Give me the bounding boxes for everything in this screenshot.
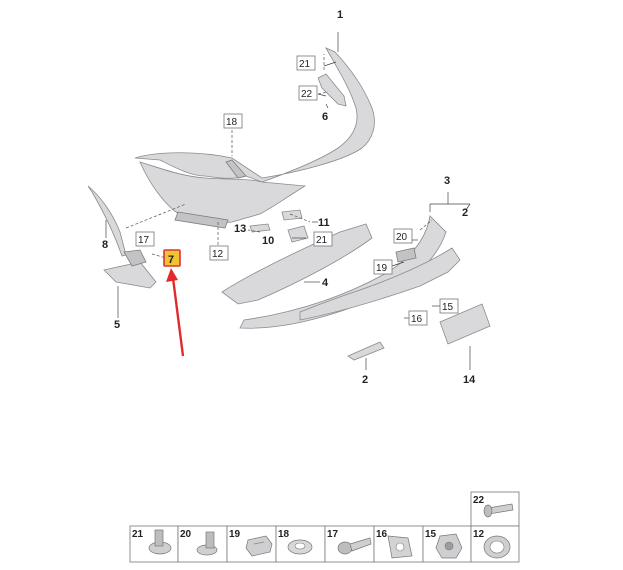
- part-5-bracket: [103, 249, 157, 289]
- callout-6: 6: [322, 111, 328, 123]
- part-3-lower-assembly: [239, 215, 461, 329]
- bumper-cover: [134, 47, 375, 229]
- push-rivet-icon: [148, 529, 172, 555]
- nut-icon: [435, 533, 463, 559]
- part-8-side-strip: [87, 185, 127, 257]
- legend-label-1: 20: [180, 529, 192, 540]
- callout-8: 8: [102, 239, 108, 251]
- callout-2a: 2: [462, 207, 468, 219]
- legend-label-6: 15: [425, 529, 437, 540]
- rivet-icon: [196, 531, 218, 556]
- callout-21b-box: 21: [316, 235, 328, 246]
- callout-12-box: 12: [212, 249, 224, 260]
- legend-label-0: 21: [132, 529, 144, 540]
- callout-2b: 2: [362, 374, 368, 386]
- callout-21-box: 21: [299, 59, 311, 70]
- callout-16-box: 16: [411, 314, 423, 325]
- callout-10: 10: [262, 235, 274, 247]
- callout-13: 13: [234, 223, 246, 235]
- part-13: [249, 223, 271, 233]
- callout-17-box: 17: [138, 235, 150, 246]
- part-2-trim-piece: [347, 341, 385, 361]
- part-14-plate: [439, 303, 491, 345]
- red-arrow-icon: [166, 268, 185, 357]
- callout-3: 3: [444, 175, 450, 187]
- legend-label-4: 17: [327, 529, 339, 540]
- callout-4: 4: [322, 277, 329, 289]
- callout-1: 1: [337, 9, 343, 21]
- callout-7-highlighted: 7: [168, 254, 174, 266]
- washer-icon: [483, 535, 511, 559]
- callout-19-box: 19: [376, 263, 388, 274]
- legend-label-3: 18: [278, 529, 290, 540]
- highlight-box: [163, 249, 181, 267]
- legend-22-screw-icon: [483, 503, 514, 518]
- clip-icon: [245, 535, 273, 557]
- callout-5: 5: [114, 319, 120, 331]
- legend-label-5: 16: [376, 529, 388, 540]
- part-10: [287, 225, 309, 243]
- spring-clip-icon: [287, 539, 313, 555]
- fastener-legend: 22 21 20 19 18 17 16 15 12: [129, 491, 520, 563]
- callout-18-box: 18: [226, 117, 238, 128]
- spring-nut-icon: [387, 535, 413, 559]
- callout-22-box: 22: [301, 89, 313, 100]
- screw-icon: [337, 537, 372, 555]
- callout-15-box: 15: [442, 302, 454, 313]
- part-6-trim: [317, 73, 347, 107]
- callout-11: 11: [318, 217, 330, 229]
- callout-labels: 1 21 22 6 18 8 17 5 13 11 10 21 12 4 3 2…: [102, 9, 476, 386]
- callout-14: 14: [463, 374, 476, 386]
- legend-label-2: 19: [229, 529, 241, 540]
- legend-22-label: 22: [473, 495, 485, 506]
- leader-lines: [105, 32, 471, 370]
- part-4-underbody-panel: [221, 223, 373, 305]
- legend-label-7: 12: [473, 529, 485, 540]
- callout-20-box: 20: [396, 232, 408, 243]
